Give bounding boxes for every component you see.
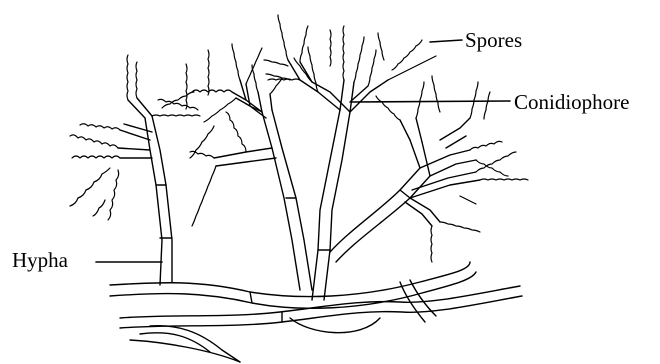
spore-chains [70,15,528,262]
hypha-label: Hypha [12,250,68,271]
conidiophore-middle [214,80,312,290]
conidiophore-leader-line [352,101,510,102]
conidiophore-label: Conidiophore [514,92,630,113]
spores-leader-line [430,40,462,42]
leader-lines [96,40,510,262]
spores-label: Spores [465,30,522,51]
conidiophore-center [288,60,388,300]
conidiophore-right [330,118,480,262]
conidiophore-left [118,98,172,285]
